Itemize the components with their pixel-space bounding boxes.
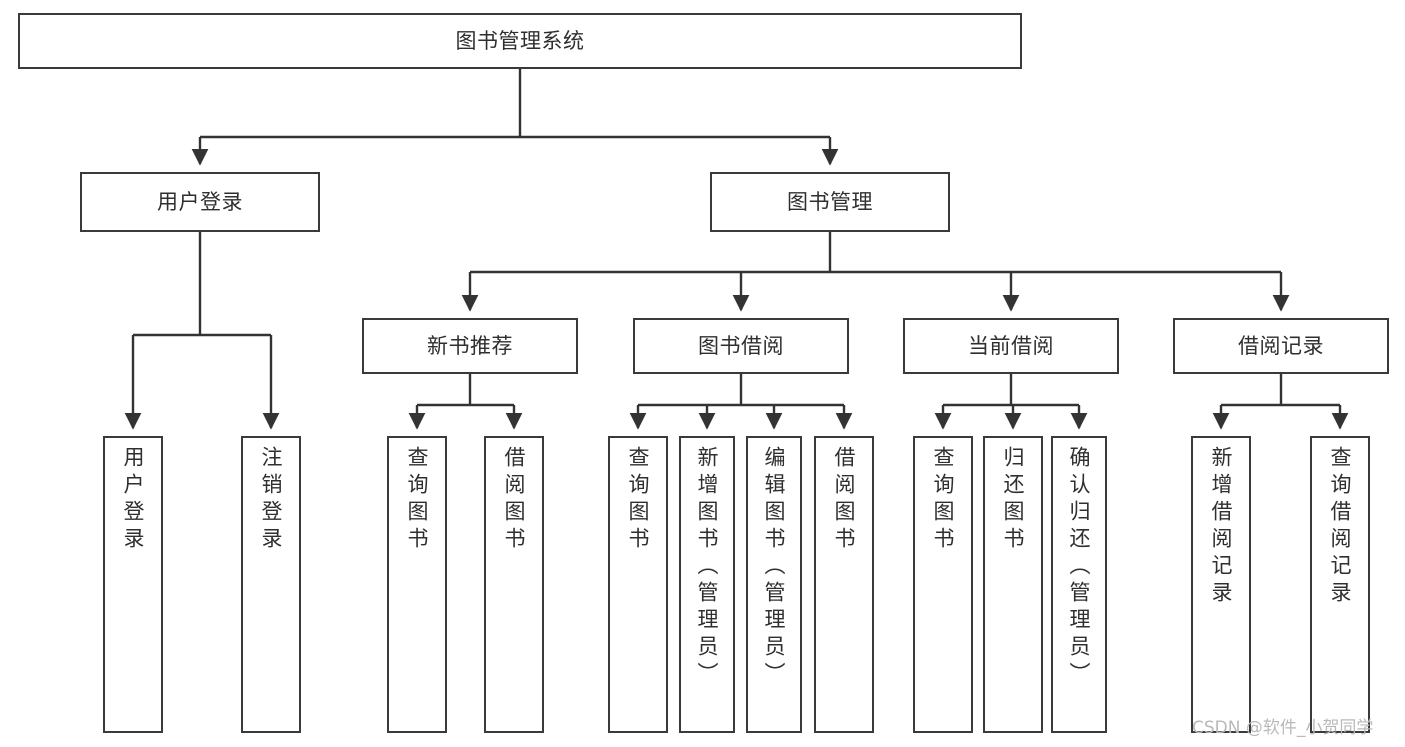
node-user-login[interactable]: 用户登录 (80, 172, 320, 232)
node-leaf-edit-book[interactable]: 编辑图书（管理员） (746, 436, 802, 733)
node-label: 图书借阅 (698, 333, 784, 358)
node-root[interactable]: 图书管理系统 (18, 13, 1022, 69)
node-leaf-logout[interactable]: 注销登录 (241, 436, 301, 733)
node-label: 用户登录 (157, 189, 243, 214)
node-label: 借阅图书 (832, 446, 857, 554)
node-label: 归还图书 (1001, 446, 1026, 554)
node-leaf-user-login[interactable]: 用户登录 (103, 436, 163, 733)
node-label: 确认归还（管理员） (1067, 446, 1092, 689)
node-label: 新增借阅记录 (1209, 446, 1234, 608)
node-book-manage[interactable]: 图书管理 (710, 172, 950, 232)
node-leaf-query-book-3[interactable]: 查询图书 (913, 436, 973, 733)
node-borrow-record[interactable]: 借阅记录 (1173, 318, 1389, 374)
node-label: 新增图书（管理员） (695, 446, 720, 689)
node-label: 当前借阅 (968, 333, 1054, 358)
node-label: 查询借阅记录 (1328, 446, 1353, 608)
node-book-borrow[interactable]: 图书借阅 (633, 318, 849, 374)
node-leaf-borrow-book-1[interactable]: 借阅图书 (484, 436, 544, 733)
node-label: 编辑图书（管理员） (762, 446, 787, 689)
node-leaf-borrow-book-2[interactable]: 借阅图书 (814, 436, 874, 733)
node-label: 查询图书 (626, 446, 651, 554)
node-leaf-add-book[interactable]: 新增图书（管理员） (679, 436, 735, 733)
node-label: 图书管理 (787, 189, 873, 214)
node-new-book-rec[interactable]: 新书推荐 (362, 318, 578, 374)
node-current-borrow[interactable]: 当前借阅 (903, 318, 1119, 374)
node-label: 借阅记录 (1238, 333, 1324, 358)
node-leaf-query-book-2[interactable]: 查询图书 (608, 436, 668, 733)
node-leaf-query-book-1[interactable]: 查询图书 (387, 436, 447, 733)
node-label: 借阅图书 (502, 446, 527, 554)
node-leaf-confirm-return[interactable]: 确认归还（管理员） (1051, 436, 1107, 733)
watermark-text: CSDN @软件_小贺同学 (1192, 718, 1374, 738)
node-leaf-query-record[interactable]: 查询借阅记录 (1310, 436, 1370, 733)
node-leaf-add-record[interactable]: 新增借阅记录 (1191, 436, 1251, 733)
node-label: 查询图书 (931, 446, 956, 554)
node-leaf-return-book[interactable]: 归还图书 (983, 436, 1043, 733)
node-label: 查询图书 (405, 446, 430, 554)
node-label: 注销登录 (259, 446, 284, 554)
node-label: 新书推荐 (427, 333, 513, 358)
node-label: 图书管理系统 (455, 28, 585, 53)
node-label: 用户登录 (121, 446, 146, 554)
